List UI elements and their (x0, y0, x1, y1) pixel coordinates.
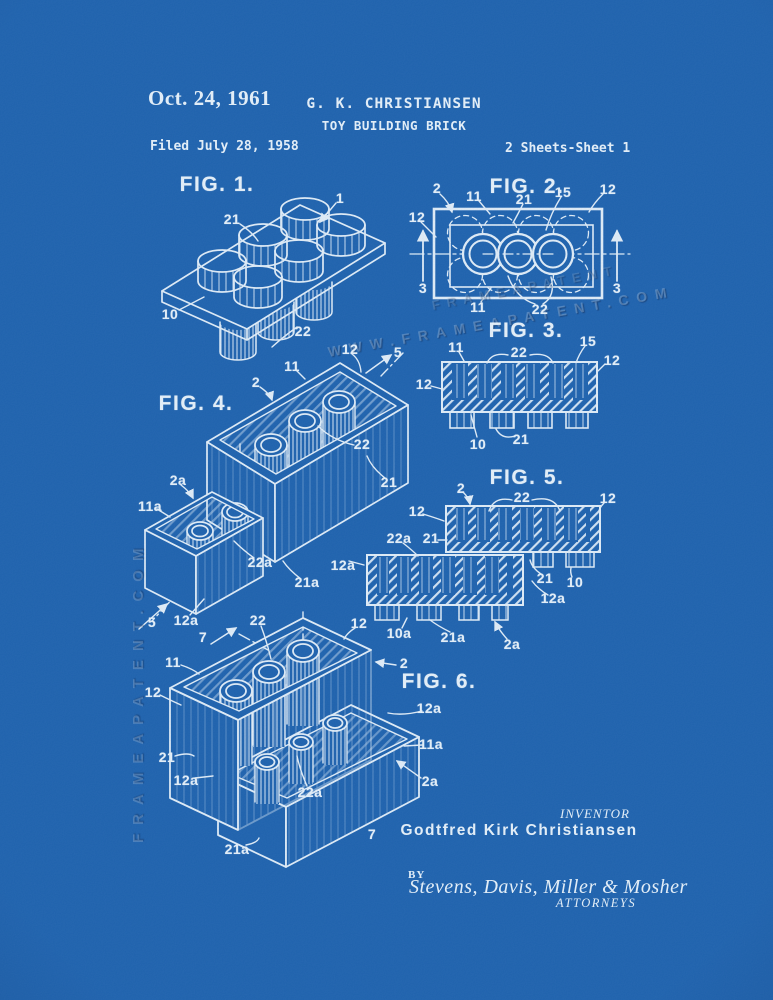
fig6-ref-12: 12 (144, 684, 162, 700)
fig6-title: FIG. 6. (401, 670, 477, 693)
fig2-ref-11: 11 (470, 299, 486, 315)
fig4-ref-11a: 11a (137, 498, 163, 514)
inventor-name: Godtfred Kirk Christiansen (400, 822, 638, 839)
fig1-ref-21: 21 (223, 211, 241, 227)
fig3-ref-12: 12 (603, 352, 621, 368)
fig4-ref-5: 5 (393, 344, 403, 360)
fig2-ref-3: 3 (418, 280, 428, 296)
sheet-number: 2 Sheets-Sheet 1 (505, 141, 631, 156)
fig3-ref-21: 21 (512, 431, 530, 447)
fig4-title: FIG. 4. (158, 392, 234, 415)
fig1-ref-10: 10 (161, 306, 179, 322)
fig4-ref-2a: 2a (169, 472, 187, 488)
fig3-ref-22: 22 (510, 344, 528, 360)
fig5-ref-22a: 22a (386, 530, 412, 546)
fig5-ref-12: 12 (408, 503, 426, 519)
fig4-ref-12a: 12a (173, 612, 199, 628)
fig6-ref-12a: 12a (416, 700, 442, 716)
fig6-ref-7: 7 (367, 826, 377, 842)
fig6-ref-21: 21 (158, 749, 176, 765)
fig4-ref-5: 5 (147, 614, 157, 630)
fig2-ref-12: 12 (599, 181, 617, 197)
fig6-ref-12a: 12a (173, 772, 199, 788)
fig5-title: FIG. 5. (489, 466, 565, 489)
fig6-ref-2a: 2a (421, 773, 439, 789)
patentee-name: G. K. CHRISTIANSEN (306, 96, 482, 112)
attorneys-signature: Stevens, Davis, Miller & Mosher (409, 876, 688, 898)
fig3-ref-10: 10 (469, 436, 487, 452)
fig4-ref-22: 22 (353, 436, 371, 452)
fig5-ref-10a: 10a (386, 625, 412, 641)
fig5-ref-12a: 12a (540, 590, 566, 606)
fig2-ref-3: 3 (612, 280, 622, 296)
fig5-ref-12: 12 (599, 490, 617, 506)
fig4-ref-21a: 21a (294, 574, 320, 590)
patent-date: Oct. 24, 1961 (148, 86, 272, 110)
fig4-ref-21: 21 (380, 474, 398, 490)
filing-date: Filed July 28, 1958 (150, 139, 299, 154)
fig6-ref-11: 11 (165, 654, 181, 670)
fig3-ref-11: 11 (448, 339, 464, 355)
fig5-ref-21: 21 (422, 530, 440, 546)
invention-title: TOY BUILDING BRICK (321, 118, 467, 133)
attorneys-caption: ATTORNEYS (555, 896, 637, 910)
fig2-ref-22: 22 (531, 301, 549, 317)
fig6-ref-12: 12 (350, 615, 368, 631)
fig5-ref-12a: 12a (330, 557, 356, 573)
fig2-ref-21: 21 (515, 191, 533, 207)
fig6-ref-7: 7 (198, 629, 208, 645)
fig6-ref-21a: 21a (224, 841, 250, 857)
fig2-ref-15: 15 (554, 184, 572, 200)
fig6-ref-11a: 11a (418, 736, 444, 752)
fig3-title: FIG. 3. (488, 319, 564, 342)
fig2-ref-11: 11 (466, 188, 482, 204)
fig2-ref-12: 12 (408, 209, 426, 225)
fig6-ref-2: 2 (399, 655, 409, 671)
fig5-ref-10: 10 (566, 574, 584, 590)
fig3-ref-15: 15 (579, 333, 597, 349)
fig5-ref-2: 2 (456, 480, 466, 496)
fig5-ref-21: 21 (536, 570, 554, 586)
fig1-ref-1: 1 (335, 190, 345, 206)
fig4-ref-12: 12 (341, 341, 359, 357)
fig5-ref-21a: 21a (440, 629, 466, 645)
fig1-title: FIG. 1. (179, 173, 255, 196)
fig2-ref-2: 2 (432, 180, 442, 196)
inventor-caption: INVENTOR (560, 806, 630, 821)
fig5-ref-2a: 2a (503, 636, 521, 652)
fig4-ref-22a: 22a (247, 554, 273, 570)
fig5-ref-22: 22 (513, 489, 531, 505)
fig6-ref-22a: 22a (297, 784, 323, 800)
fig3-ref-12: 12 (415, 376, 433, 392)
fig1-ref-22: 22 (294, 323, 312, 339)
fig6-ref-22: 22 (249, 612, 267, 628)
fig4-ref-11: 11 (284, 358, 300, 374)
fig4-ref-2: 2 (251, 374, 261, 390)
